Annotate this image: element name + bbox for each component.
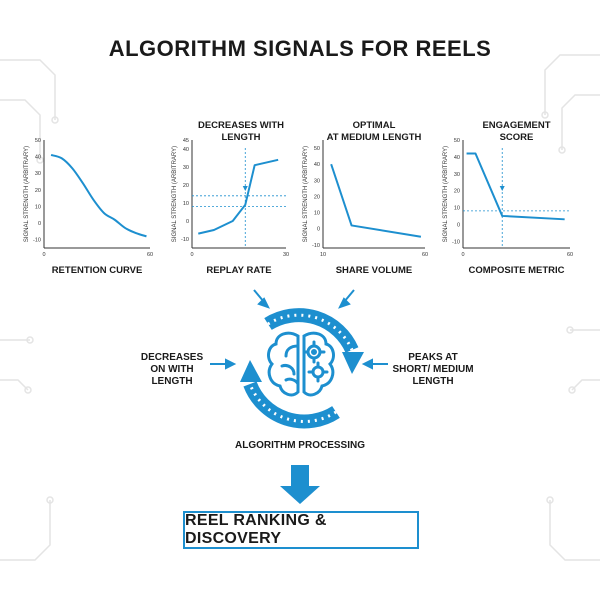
series-line	[198, 158, 279, 235]
y-axis-label: SIGNAL STRENGTH (ARBITRARY)	[24, 146, 30, 242]
chart-title: SHARE VOLUME	[336, 265, 413, 276]
left-note: DECREASES ON WITH LENGTH	[140, 352, 204, 387]
circuit-trace	[571, 379, 600, 391]
chart-2: 45 40 30 20 10 0 -10 0 30 SIGNAL STRENGTH (ARBITR…	[172, 120, 289, 276]
circuit-trace	[0, 500, 51, 561]
y-tick-label: 20	[183, 183, 189, 189]
y-axis-label: SIGNAL STRENGTH (ARBITRARY)	[443, 146, 449, 242]
y-axis-label: SIGNAL STRENGTH (ARBITRARY)	[303, 146, 309, 242]
y-tick-label: -10	[33, 238, 41, 244]
y-axis-label: SIGNAL STRENGTH (ARBITRARY)	[172, 146, 178, 242]
circuit-trace	[549, 500, 600, 561]
x-tick-label: 0	[42, 252, 45, 258]
y-tick-label: 10	[183, 201, 189, 207]
brain-gears-icon	[267, 331, 335, 397]
chart-1: 50 40 30 20 10 0 -10 0 60 SIGNAL STRENGTH (ARBITR…	[24, 138, 153, 276]
circuit-trace	[544, 54, 600, 115]
circuit-node	[568, 386, 576, 394]
circuit-trace	[0, 379, 29, 391]
side-arrow-left	[210, 358, 237, 370]
y-tick-label: 20	[35, 188, 41, 194]
series-line	[466, 152, 565, 221]
x-tick-label: 10	[320, 252, 326, 258]
y-tick-label: 30	[35, 171, 41, 177]
y-tick-label: 40	[314, 162, 320, 168]
y-tick-label: 0	[186, 219, 189, 225]
circuit-node	[558, 146, 566, 154]
y-tick-label: 50	[35, 138, 41, 144]
series-line	[330, 163, 422, 238]
cycle-arrows-icon	[240, 308, 364, 429]
circuit-trace	[0, 99, 41, 160]
y-tick-label: 10	[454, 206, 460, 212]
circuit-node	[46, 496, 54, 504]
y-tick-label: -10	[181, 237, 189, 243]
chart-annotation: ENGAGEMENT	[482, 120, 550, 131]
x-tick-label: 30	[283, 252, 289, 258]
y-tick-label: 0	[317, 227, 320, 233]
series-line	[50, 153, 147, 238]
circuit-node	[546, 496, 554, 504]
chart-annotation: OPTIMAL	[353, 120, 396, 131]
chart-title: REPLAY RATE	[206, 265, 271, 276]
y-tick-label: -10	[312, 243, 320, 249]
result-box: REEL RANKING & DISCOVERY	[183, 511, 419, 549]
y-tick-label: 45	[183, 138, 189, 144]
y-tick-label: 30	[314, 178, 320, 184]
chart-annotation: SCORE	[500, 132, 534, 143]
circuit-trace	[0, 59, 56, 120]
incoming-arrow-right	[338, 289, 355, 309]
y-tick-label: 50	[454, 138, 460, 144]
chart-annotation: AT MEDIUM LENGTH	[327, 132, 422, 143]
y-tick-label: 40	[35, 155, 41, 161]
circuit-node	[36, 156, 44, 164]
circuit-node	[26, 336, 34, 344]
x-tick-label: 60	[567, 252, 573, 258]
result-label: REEL RANKING & DISCOVERY	[185, 512, 327, 547]
page-title: ALGORITHM SIGNALS FOR REELS	[108, 36, 492, 61]
y-tick-label: 40	[454, 155, 460, 161]
processing-label: ALGORITHM PROCESSING	[234, 440, 365, 451]
circuit-node	[24, 386, 32, 394]
circuit-node	[566, 326, 574, 334]
x-tick-label: 0	[461, 252, 464, 258]
y-tick-label: 30	[454, 172, 460, 178]
signal-charts: 50 40 30 20 10 0 -10 0 60 SIGNAL STRENGTH (ARBITR…	[24, 120, 573, 276]
arrow-down-icon	[280, 465, 320, 504]
y-tick-label: -10	[452, 239, 460, 245]
y-tick-label: 0	[457, 222, 460, 228]
y-tick-label: 10	[314, 211, 320, 217]
y-tick-label: 30	[183, 165, 189, 171]
reference-arrowhead	[499, 186, 505, 191]
reference-arrowhead	[242, 186, 248, 191]
y-tick-label: 0	[38, 221, 41, 227]
chart-title: COMPOSITE METRIC	[468, 265, 564, 276]
chart-4: 50 40 30 20 10 0 -10 0 60 SIGNAL STRENGTH (ARBITR…	[443, 120, 573, 276]
circuit-node	[51, 116, 59, 124]
right-note: PEAKS AT SHORT/ MEDIUM LENGTH	[392, 352, 474, 387]
circuit-node	[541, 111, 549, 119]
y-tick-label: 20	[314, 194, 320, 200]
y-tick-label: 40	[183, 147, 189, 153]
incoming-arrow-left	[253, 289, 270, 309]
x-tick-label: 60	[422, 252, 428, 258]
chart-title: RETENTION CURVE	[52, 265, 143, 276]
y-tick-label: 10	[35, 204, 41, 210]
chart-annotation: LENGTH	[221, 132, 260, 143]
y-tick-label: 20	[454, 189, 460, 195]
y-tick-label: 50	[314, 146, 320, 152]
side-arrow-right	[361, 358, 388, 370]
x-tick-label: 60	[147, 252, 153, 258]
x-tick-label: 0	[190, 252, 193, 258]
circuit-trace	[561, 94, 600, 150]
chart-annotation: DECREASES WITH	[198, 120, 284, 131]
